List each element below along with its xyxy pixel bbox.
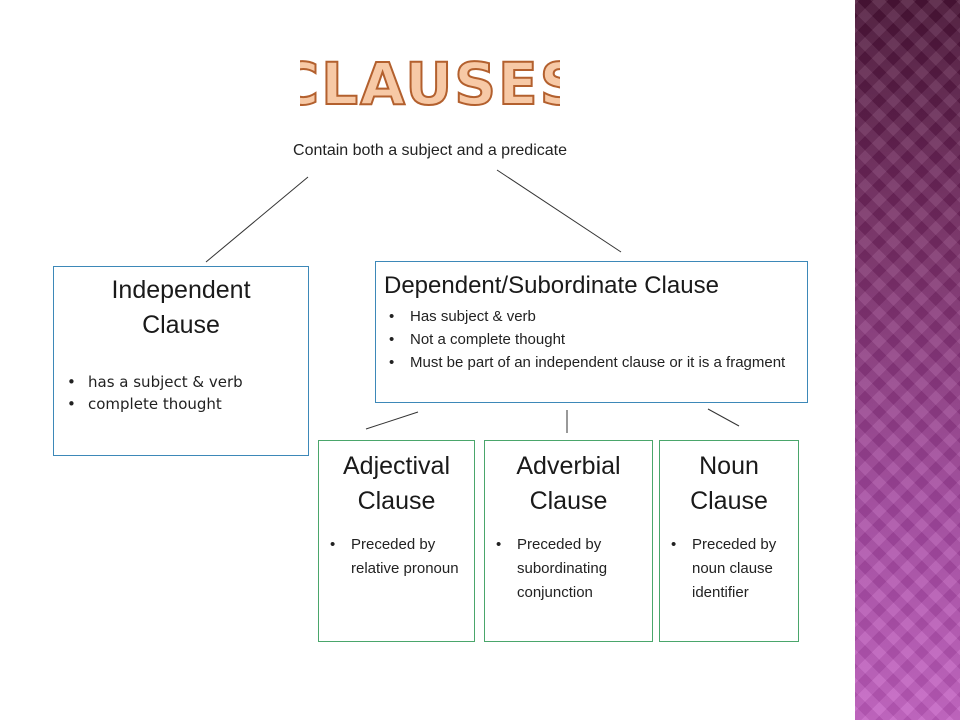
adverbial-title-line2: Clause (529, 487, 608, 515)
adverbial-bullet: Preceded by subordinating conjunction (491, 533, 646, 605)
connector-to-independent (205, 176, 309, 263)
adverbial-bullets: Preceded by subordinating conjunction (491, 533, 646, 605)
adjectival-clause-box: Adjectival Clause Preceded by relative p… (318, 440, 475, 642)
dependent-bullet: Not a complete thought (384, 328, 799, 351)
adverbial-title-line1: Adverbial (516, 452, 621, 480)
dependent-clause-title: Dependent/Subordinate Clause (384, 272, 719, 299)
decorative-side-band (855, 0, 960, 720)
connector-to-noun (707, 408, 740, 427)
dependent-clause-box: Dependent/Subordinate Clause Has subject… (375, 261, 808, 403)
independent-bullet: has a subject & verb (62, 371, 300, 393)
noun-title-line1: Noun (699, 452, 759, 480)
adverbial-clause-box: Adverbial Clause Preceded by subordinati… (484, 440, 653, 642)
subtitle: Contain both a subject and a predicate (293, 142, 567, 159)
noun-clause-box: Noun Clause Preceded by noun clause iden… (659, 440, 799, 642)
noun-bullets: Preceded by noun clause identifier (666, 533, 792, 605)
slide: CLAUSES Contain both a subject and a pre… (0, 0, 855, 720)
independent-title-line2: Clause (142, 311, 220, 339)
adverbial-clause-title: Adverbial Clause (491, 449, 646, 519)
adjectival-clause-title: Adjectival Clause (325, 449, 468, 519)
adjectival-title-line1: Adjectival (343, 452, 450, 480)
dependent-bullets: Has subject & verb Not a complete though… (384, 305, 799, 374)
dependent-bullet: Has subject & verb (384, 305, 799, 328)
independent-clause-box: Independent Clause has a subject & verb … (53, 266, 309, 456)
slide-title: CLAUSES (300, 48, 560, 118)
noun-clause-title: Noun Clause (666, 449, 792, 519)
noun-title-line2: Clause (690, 487, 768, 515)
title-text: CLAUSES (300, 50, 560, 118)
connector-to-adjectival (365, 411, 419, 430)
adjectival-bullet: Preceded by relative pronoun (325, 533, 468, 581)
noun-bullet: Preceded by noun clause identifier (666, 533, 792, 605)
title-graphic: CLAUSES (300, 49, 560, 118)
independent-title-line1: Independent (111, 276, 251, 304)
adjectival-title-line2: Clause (357, 487, 436, 515)
independent-clause-title: Independent Clause (62, 273, 300, 343)
adjectival-bullets: Preceded by relative pronoun (325, 533, 468, 581)
connector-lines (205, 169, 740, 433)
connector-to-dependent (496, 169, 622, 253)
dependent-bullet: Must be part of an independent clause or… (384, 351, 799, 374)
independent-bullet: complete thought (62, 393, 300, 415)
independent-bullets: has a subject & verb complete thought (62, 371, 300, 415)
